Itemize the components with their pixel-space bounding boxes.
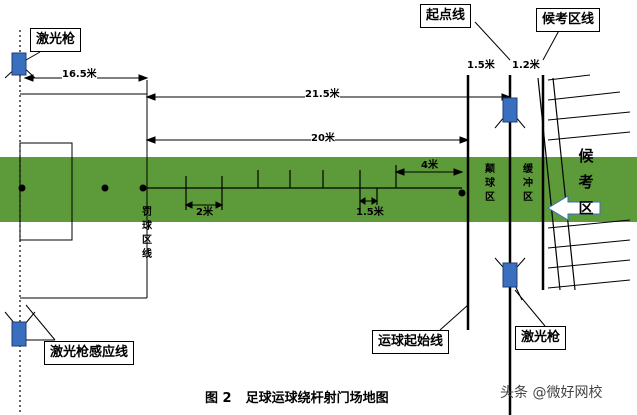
ball-dot-1: [18, 184, 26, 192]
waiting-zone-hatching: [547, 74, 631, 289]
dim-label-1-5-top: 1.5米: [467, 60, 495, 71]
goal-area-box: [19, 142, 73, 241]
callout-waiting-area-line: 候考区线: [536, 8, 601, 32]
watermark: 头条 @微好网校: [500, 385, 603, 401]
dim-label-4: 4米: [421, 160, 438, 171]
ball-dot-4: [458, 189, 466, 197]
waiting-zone-diagonals: [537, 77, 576, 291]
dim-label-2: 2米: [196, 207, 213, 218]
figure-title: 足球运球绕杆射门场地图: [245, 391, 389, 406]
dim-label-20: 20米: [311, 133, 335, 145]
dim-label-1-2-top: 1.2米: [512, 60, 540, 71]
laser-device-top-right-icon: [494, 97, 526, 129]
laser-device-top-left-icon: [4, 52, 36, 80]
dim-label-16-5: 16.5米: [62, 69, 97, 81]
laser-device-bottom-left-icon: [4, 311, 36, 347]
ball-dot-3: [139, 184, 147, 192]
leader-laser-gun-top: [25, 51, 41, 61]
callout-laser-gun-top: 激光枪: [30, 28, 82, 52]
callout-dribble-start-line: 运球起始线: [372, 330, 450, 354]
figure-caption: 图 2 足球运球绕杆射门场地图: [205, 387, 403, 406]
laser-device-bottom-right-icon: [494, 257, 526, 301]
entry-arrow-icon: [547, 195, 601, 221]
green-field-strip: [0, 157, 637, 222]
zone-label-waiting: 候考区: [578, 147, 594, 217]
zone-label-penalty-area-line: 罚球区线: [142, 207, 152, 260]
dim-label-21-5: 21.5米: [305, 89, 340, 101]
leader-dribble-start: [439, 304, 469, 331]
ball-dot-2: [101, 184, 109, 192]
dim-label-1-5-mid: 1.5米: [356, 207, 384, 218]
zone-label-buffer: 缓冲区: [523, 164, 533, 203]
leader-sensor-line: [25, 304, 56, 341]
callout-laser-sensor-line: 激光枪感应线: [44, 341, 135, 365]
leader-start-line: [474, 21, 511, 61]
callout-laser-gun-bottom: 激光枪: [515, 326, 567, 350]
zone-label-dribble: 颠球区: [485, 164, 495, 203]
leader-laser-gun-bottom: [514, 289, 546, 327]
callout-start-line: 起点线: [420, 4, 472, 28]
figure-number: 图 2: [205, 391, 232, 406]
pole-line: [147, 165, 462, 210]
